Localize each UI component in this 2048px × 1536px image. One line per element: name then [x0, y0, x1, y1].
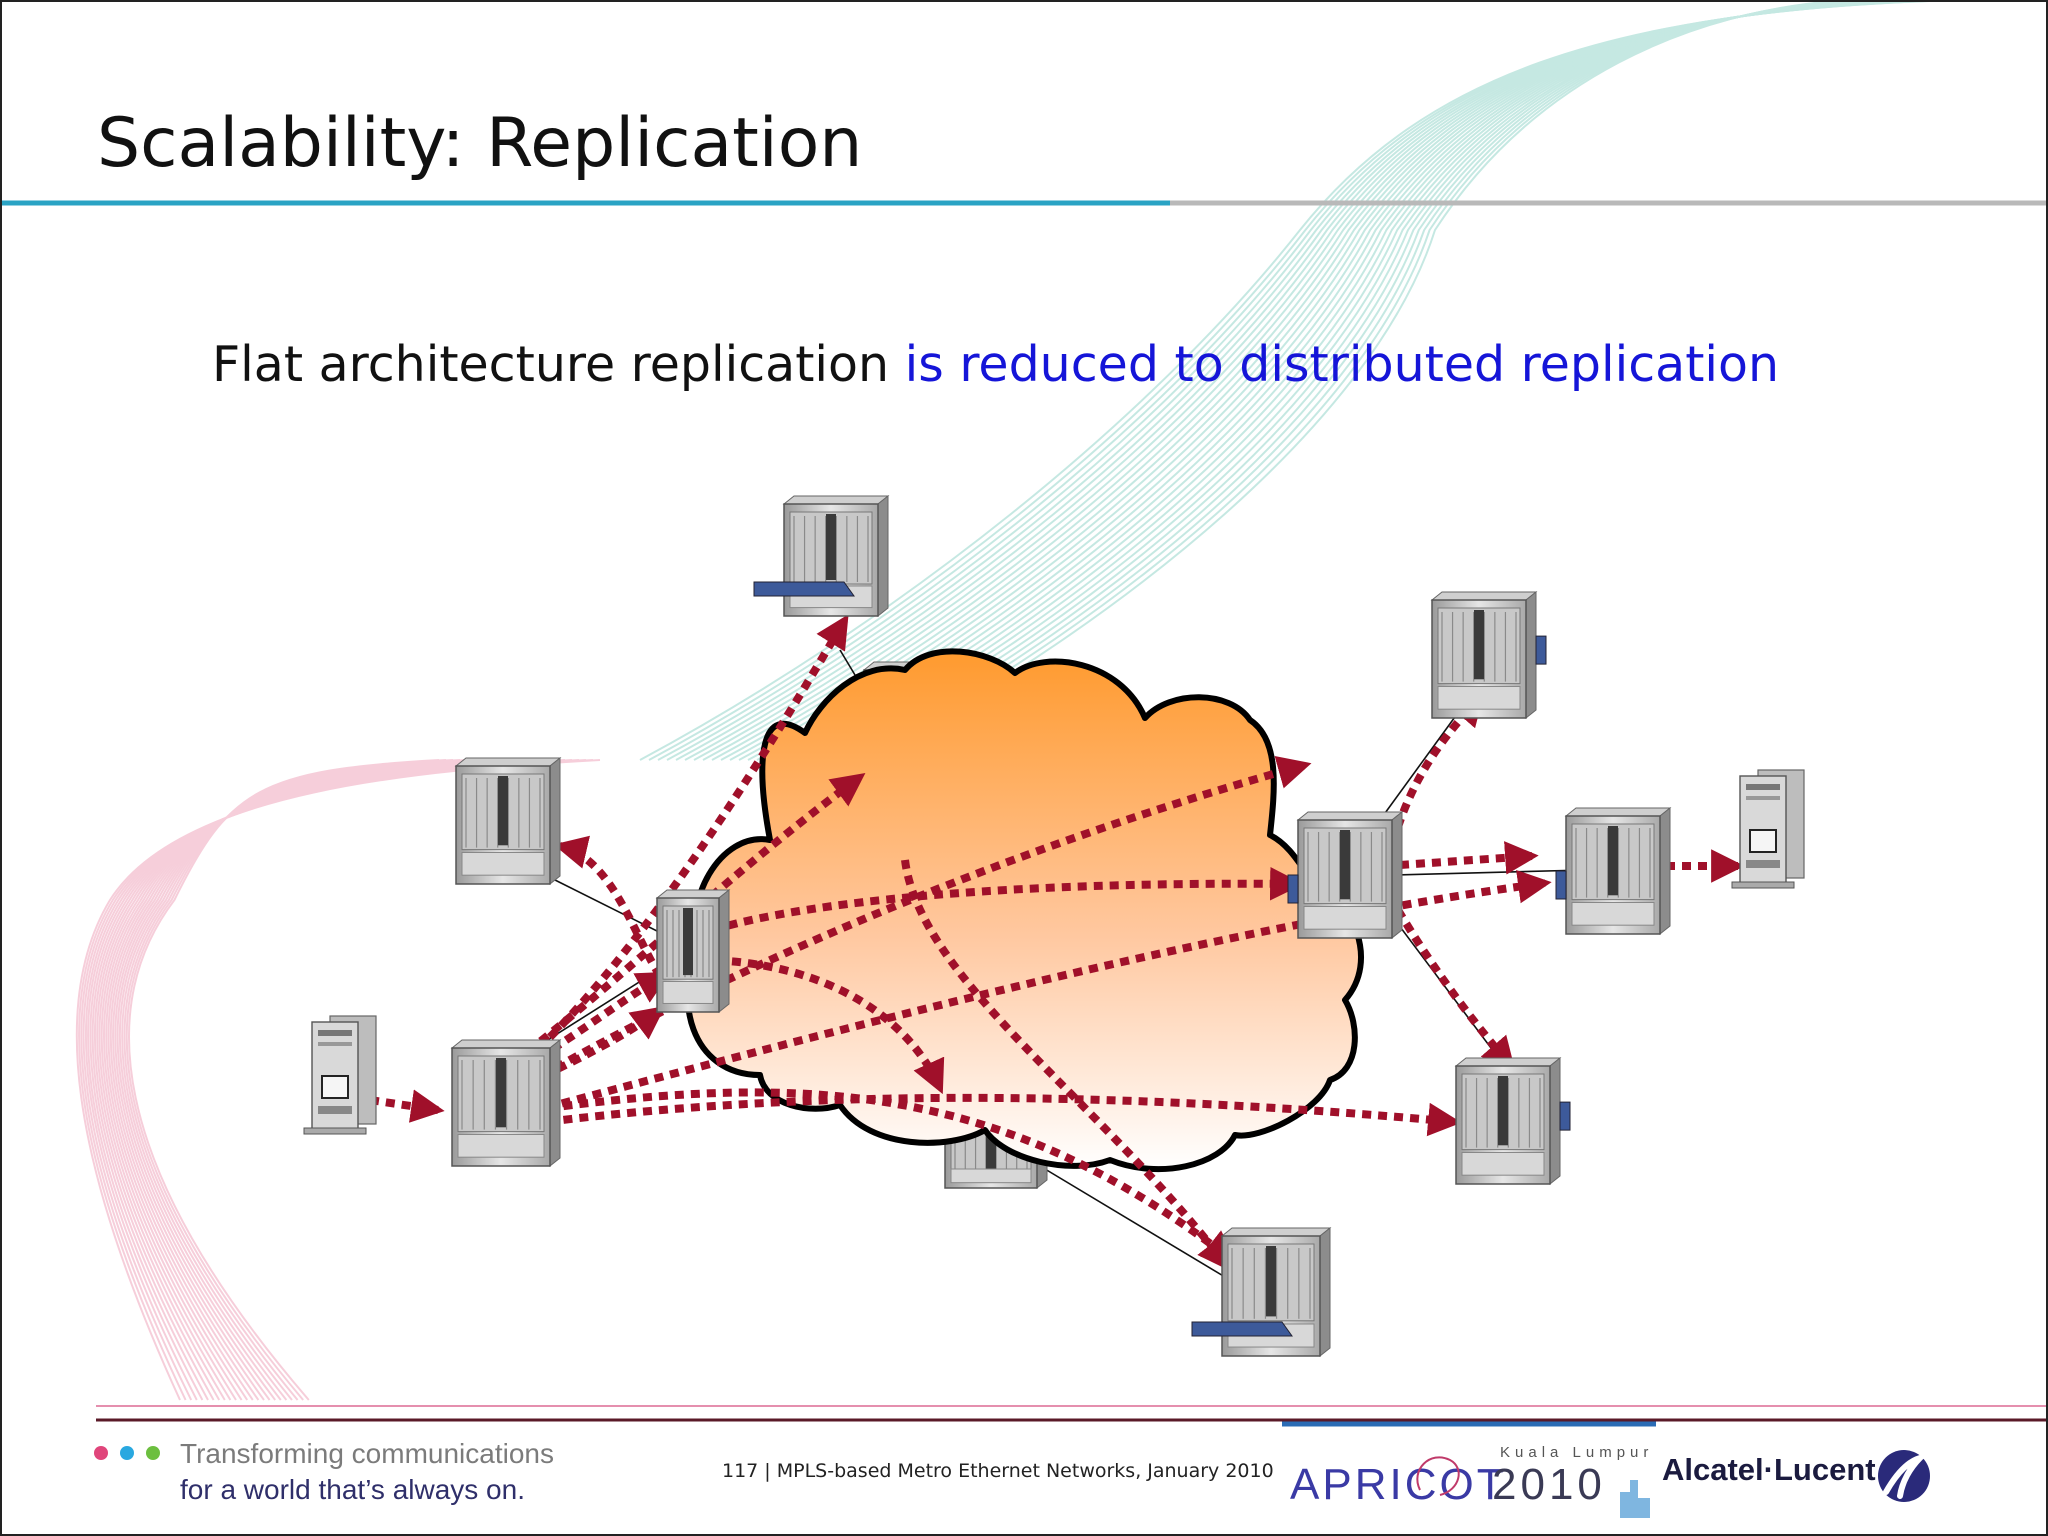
subtitle-black-part: Flat architecture replication [212, 336, 890, 393]
router-source [450, 1038, 562, 1168]
router-left [454, 756, 562, 886]
tagline-dot-pink [94, 1446, 108, 1460]
apricot-word: APRICOT [1290, 1460, 1507, 1509]
apricot-logo-graphic [1416, 1456, 1650, 1518]
router-core-left [655, 888, 731, 1014]
slide-subtitle: Flat architecture replication is reduced… [212, 336, 1779, 393]
apricot-year: 2010 [1492, 1460, 1606, 1509]
subtitle-blue-part: is reduced to distributed replication [904, 336, 1780, 393]
slide-title: Scalability: Replication [97, 104, 863, 183]
customer-server-right [1731, 769, 1805, 889]
tagline-dot-green [146, 1446, 160, 1460]
apricot-location: Kuala Lumpur [1500, 1444, 1654, 1461]
alcatel-lucent-wordmark: Alcatel·Lucent [1662, 1452, 1876, 1487]
customer-server-left [303, 1015, 377, 1135]
router-top-right [1430, 590, 1547, 720]
router-right [1555, 806, 1672, 936]
page-number-footer: 117 | MPLS-based Metro Ethernet Networks… [722, 1460, 1274, 1482]
router-top [753, 494, 890, 618]
router-core-right [1287, 810, 1404, 940]
router-bottom-right [1454, 1056, 1571, 1186]
tagline-line1: Transforming communications [180, 1438, 554, 1469]
tagline-line2: for a world that’s always on. [180, 1474, 525, 1505]
apricot-logo: Kuala Lumpur APRICOT 2010 [1290, 1440, 1660, 1520]
router-bottom [1191, 1226, 1332, 1358]
tagline: Transforming communications for a world … [94, 1436, 554, 1508]
tagline-dot-blue [120, 1446, 134, 1460]
alcatel-lucent-logo-icon [1878, 1450, 1931, 1502]
